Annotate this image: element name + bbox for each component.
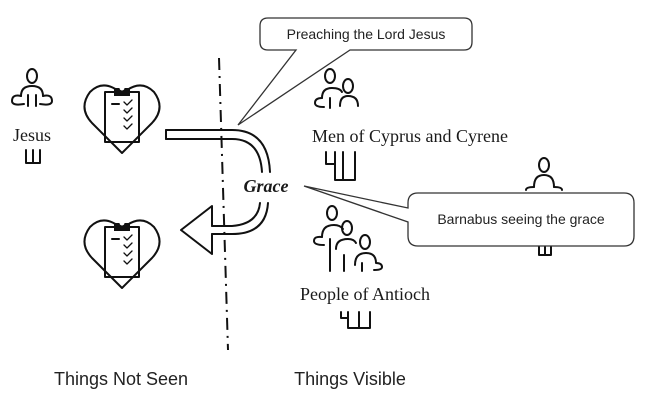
callout-barnabus: Barnabus seeing the grace	[303, 185, 635, 247]
barnabus-feet-icon	[538, 244, 552, 256]
barnabus-figure	[525, 157, 563, 256]
callout-barnabus-text: Barnabus seeing the grace	[437, 211, 605, 227]
region-label-visible: Things Visible	[294, 369, 406, 389]
jesus-feet-icon	[25, 149, 41, 164]
seated-person-icon	[525, 157, 563, 191]
seated-person-icon	[11, 68, 53, 107]
people-of-antioch-group: People of Antioch	[300, 205, 430, 329]
outgoing-grace-arrow	[165, 129, 271, 173]
men-of-cyprus-group: Men of Cyprus and Cyrene	[312, 68, 508, 181]
returning-grace-arrow	[180, 202, 269, 255]
antioch-feet-icon	[340, 311, 371, 329]
heart-clipboard-icon	[83, 84, 161, 154]
group-of-two-icon	[314, 68, 359, 109]
callout-preaching: Preaching the Lord Jesus	[237, 17, 473, 126]
region-label-not-seen: Things Not Seen	[54, 369, 188, 389]
grace-label: Grace	[244, 176, 289, 196]
heart-clipboard-icon	[83, 219, 161, 289]
group-of-three-icon	[313, 205, 383, 272]
jesus-label: Jesus	[13, 125, 51, 145]
men-feet-icon	[325, 151, 356, 181]
antioch-label: People of Antioch	[300, 284, 430, 304]
jesus-figure: Jesus	[11, 68, 53, 164]
men-label: Men of Cyprus and Cyrene	[312, 126, 508, 146]
divider-line	[218, 57, 229, 351]
callout-preaching-text: Preaching the Lord Jesus	[287, 26, 446, 42]
